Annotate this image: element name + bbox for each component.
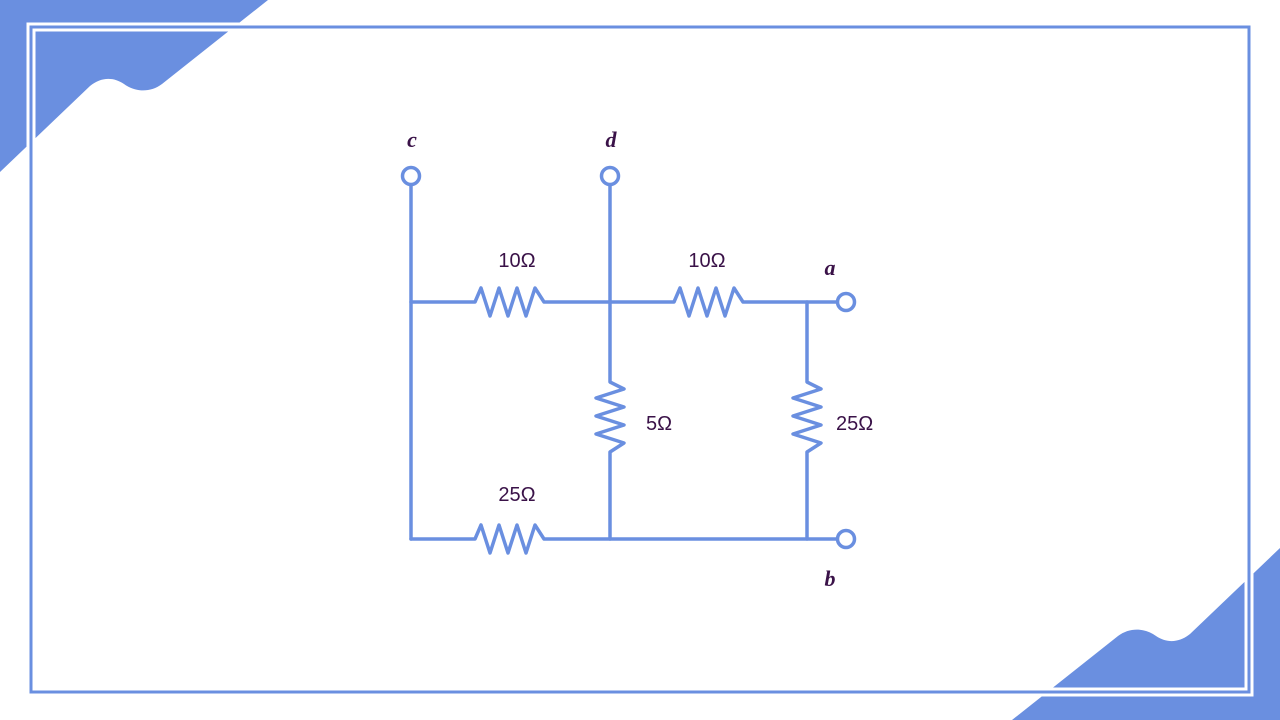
wire-top <box>409 286 839 318</box>
resistor-label-right: 25Ω <box>836 413 873 435</box>
resistor-5ohm <box>594 300 626 541</box>
corner-decoration-top-left <box>0 0 268 172</box>
frame-inner-white <box>26 22 1254 697</box>
terminal-a <box>835 291 857 313</box>
resistor-label-top-right: 10Ω <box>688 250 725 272</box>
node-label-c: c <box>407 127 417 152</box>
resistor-label-bottom: 25Ω <box>498 484 535 506</box>
terminal-c <box>400 165 422 187</box>
terminal-b <box>835 528 857 550</box>
frame-border <box>29 25 1251 694</box>
node-label-d: d <box>606 127 618 152</box>
node-label-a: a <box>825 255 836 280</box>
resistor-label-middle: 5Ω <box>646 413 672 435</box>
resistor-label-top-left: 10Ω <box>498 250 535 272</box>
node-label-b: b <box>825 566 836 591</box>
corner-decoration-bottom-right <box>1012 548 1280 720</box>
wire-bottom <box>409 523 839 555</box>
terminal-d <box>599 165 621 187</box>
resistor-25ohm-right <box>791 300 823 541</box>
